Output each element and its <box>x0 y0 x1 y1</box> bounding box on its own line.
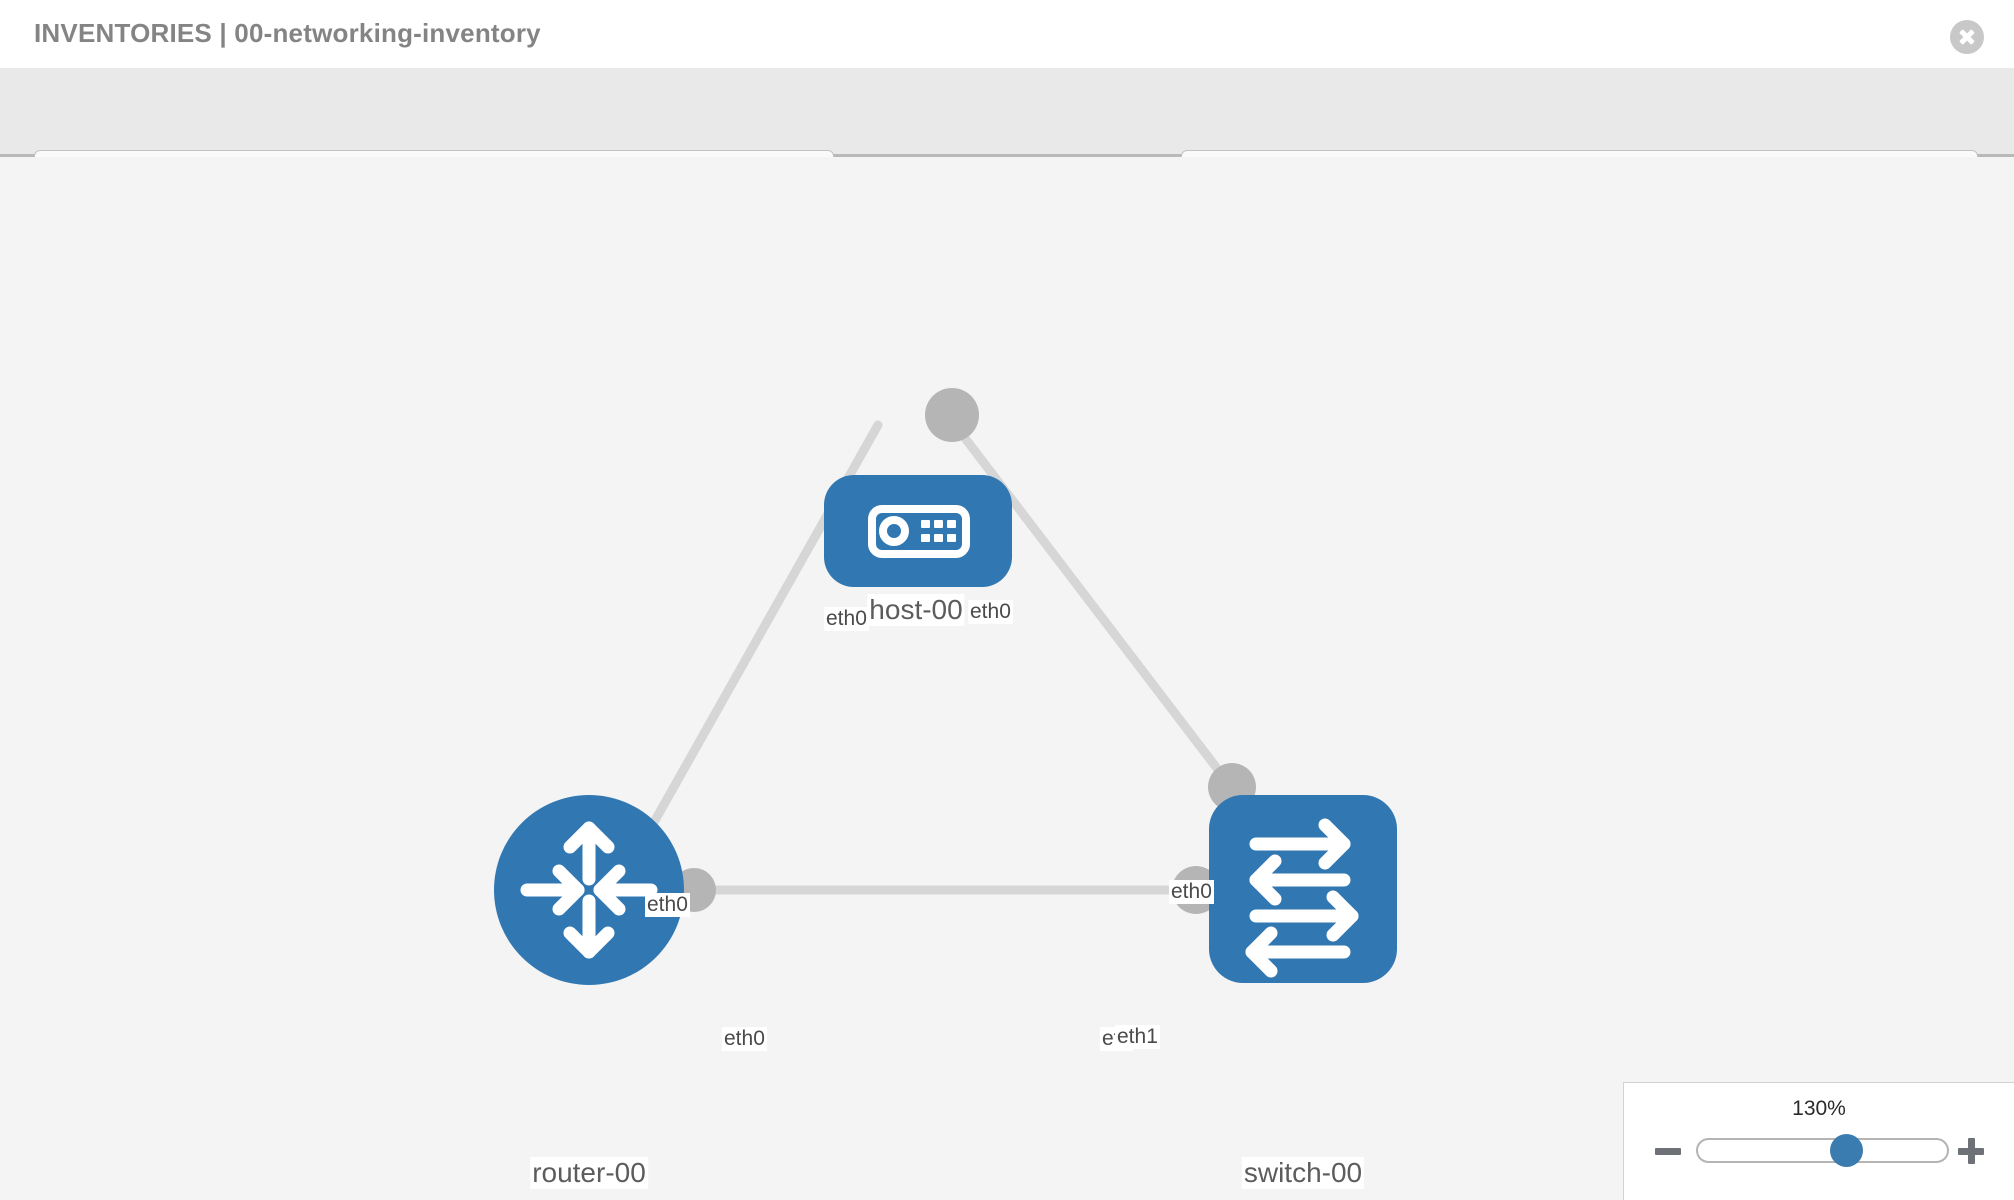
server-icon <box>868 505 970 558</box>
page-header: INVENTORIES | 00-networking-inventory <box>0 0 2014 68</box>
node-router-00 <box>494 795 684 985</box>
server-icon-grid <box>921 520 956 542</box>
zoom-in-button[interactable] <box>1955 1135 1987 1167</box>
zoom-control-panel: 130% <box>1623 1082 2014 1200</box>
server-icon-dial <box>879 516 909 546</box>
edge-label-switch-up-port: eth0 <box>1169 880 1214 904</box>
node-switch-00 <box>1209 795 1397 983</box>
edge-label-router-up-port: eth0 <box>645 893 690 917</box>
zoom-slider[interactable] <box>1696 1133 1949 1167</box>
edge-label-host-left-port: eth0 <box>824 607 869 631</box>
zoom-out-button[interactable] <box>1652 1135 1684 1167</box>
node-label-router: router-00 <box>530 1157 648 1189</box>
router-arrows-icon <box>520 821 658 959</box>
zoom-level-value: 130% <box>1792 1097 1846 1120</box>
host-node-body <box>824 475 1012 587</box>
topology-canvas[interactable]: host-00 router-00 switch-00 eth0 eth0 et… <box>0 157 2014 1200</box>
port-host-bottom <box>925 388 979 442</box>
zoom-slider-thumb[interactable] <box>1830 1133 1864 1167</box>
toolbar: ACTIONS SEARCH <box>0 68 2014 202</box>
node-host-00 <box>824 475 1012 587</box>
edge-label-switch-left-port-b: eth1 <box>1115 1025 1160 1049</box>
page-title: INVENTORIES | 00-networking-inventory <box>34 18 541 48</box>
edge-label-router-right-port: eth0 <box>722 1027 767 1051</box>
close-icon[interactable] <box>1950 20 1984 54</box>
edge-label-host-right-port: eth0 <box>968 600 1013 624</box>
node-label-switch: switch-00 <box>1241 1157 1365 1189</box>
switch-arrows-icon <box>1245 818 1359 978</box>
router-node-body <box>494 795 684 985</box>
topology-graph <box>494 388 1397 985</box>
node-label-host: host-00 <box>867 594 965 626</box>
